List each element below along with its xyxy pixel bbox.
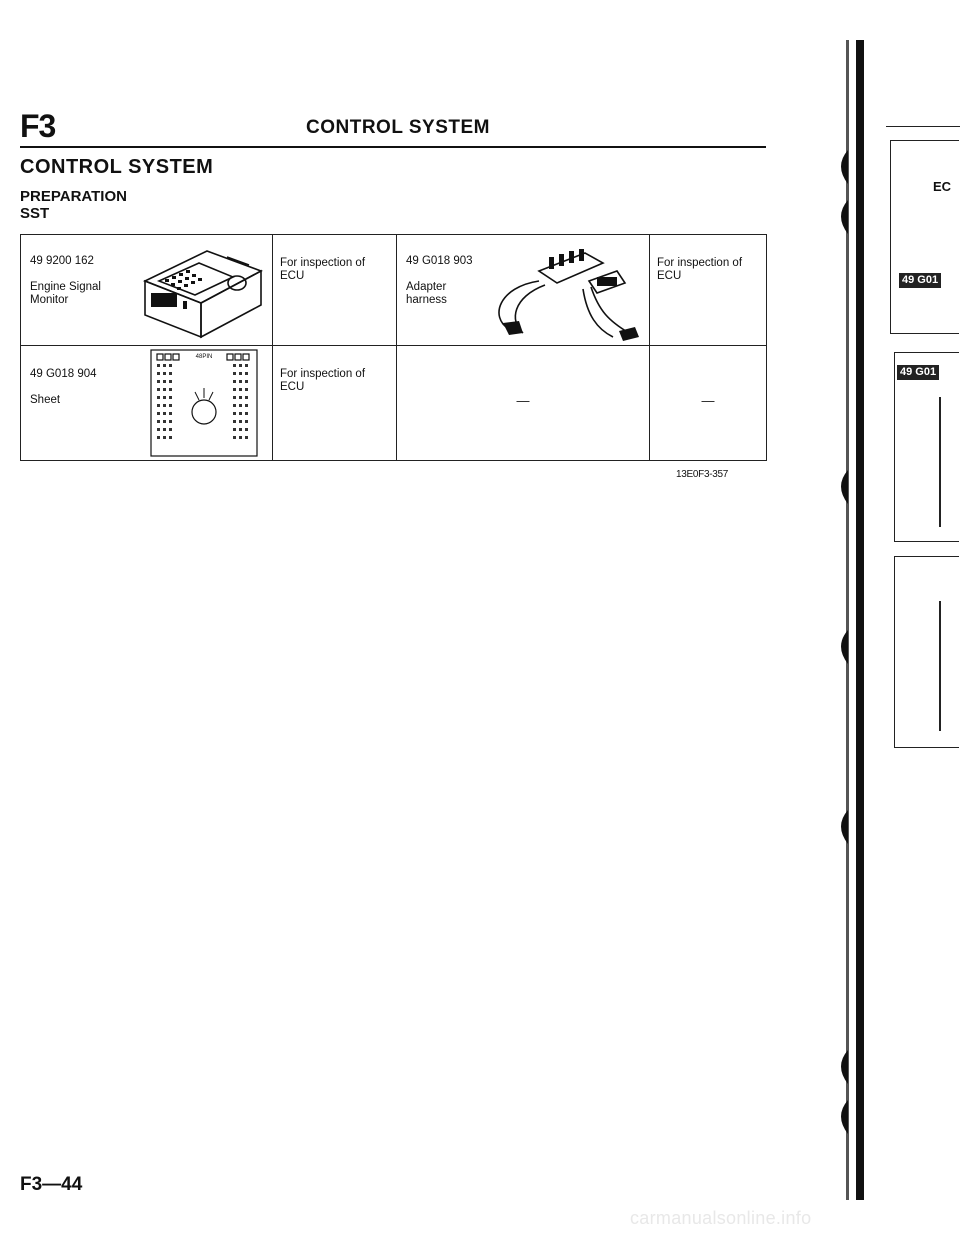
subheading: PREPARATION SST — [20, 188, 127, 222]
empty-dash: — — [516, 393, 530, 408]
header-title: CONTROL SYSTEM — [306, 117, 490, 138]
part-name: Sheet — [30, 394, 61, 406]
page-heading: CONTROL SYSTEM — [20, 156, 214, 178]
tool-cell: 49 G018 903 Adapter harness — [396, 234, 650, 346]
subheading-preparation: PREPARATION — [20, 188, 127, 205]
side-rule — [886, 126, 960, 127]
side-ec-label: EC — [933, 179, 952, 194]
sst-table: 49 9200 162 Engine Signal Monitor — [20, 234, 767, 461]
binding-edge — [841, 40, 864, 1200]
purpose-text: For inspection of ECU — [280, 257, 366, 282]
figure-code: 13E0F3-357 — [676, 469, 729, 480]
side-frame-top: EC 49 G01 — [890, 140, 959, 334]
tool-cell: 49 G018 904 Sheet — [20, 345, 273, 461]
table-row: 49 9200 162 Engine Signal Monitor — [20, 234, 767, 346]
purpose-text: For inspection of ECU — [280, 368, 366, 393]
part-number: 49 G018 904 — [30, 368, 97, 380]
empty-purpose-cell: — — [649, 345, 767, 461]
side-connector-strip — [939, 397, 941, 527]
tool-cell: 49 9200 162 Engine Signal Monitor — [20, 234, 273, 346]
side-label-top: 49 G01 — [899, 273, 942, 288]
purpose-cell: For inspection of ECU — [272, 345, 397, 461]
side-connector-strip — [939, 601, 941, 731]
purpose-cell: For inspection of ECU — [272, 234, 397, 346]
empty-dash: — — [701, 393, 715, 408]
empty-tool-cell: — — [396, 345, 650, 461]
table-row: 49 G018 904 Sheet — [20, 345, 767, 461]
watermark: carmanualsonline.info — [630, 1208, 812, 1228]
part-number: 49 G018 903 — [406, 255, 473, 267]
sheet-pin-label: 48PIN — [196, 354, 213, 360]
side-frame-mid: 49 G01 — [894, 352, 959, 542]
part-name: Engine Signal Monitor — [30, 281, 101, 306]
section-code: F3 — [20, 108, 56, 144]
engine-signal-monitor-illustration — [143, 250, 263, 339]
purpose-cell: For inspection of ECU — [649, 234, 767, 346]
sheet-illustration: 48PIN — [150, 349, 258, 457]
page-number: F3—44 — [20, 1174, 83, 1195]
part-number: 49 9200 162 — [30, 255, 94, 267]
subheading-sst: SST — [20, 205, 50, 222]
side-label-mid: 49 G01 — [897, 365, 940, 380]
purpose-text: For inspection of ECU — [657, 257, 743, 282]
side-frame-bottom — [894, 556, 959, 748]
adapter-harness-illustration — [498, 249, 639, 341]
part-name: Adapter harness — [406, 281, 447, 306]
header-rule — [20, 146, 766, 148]
